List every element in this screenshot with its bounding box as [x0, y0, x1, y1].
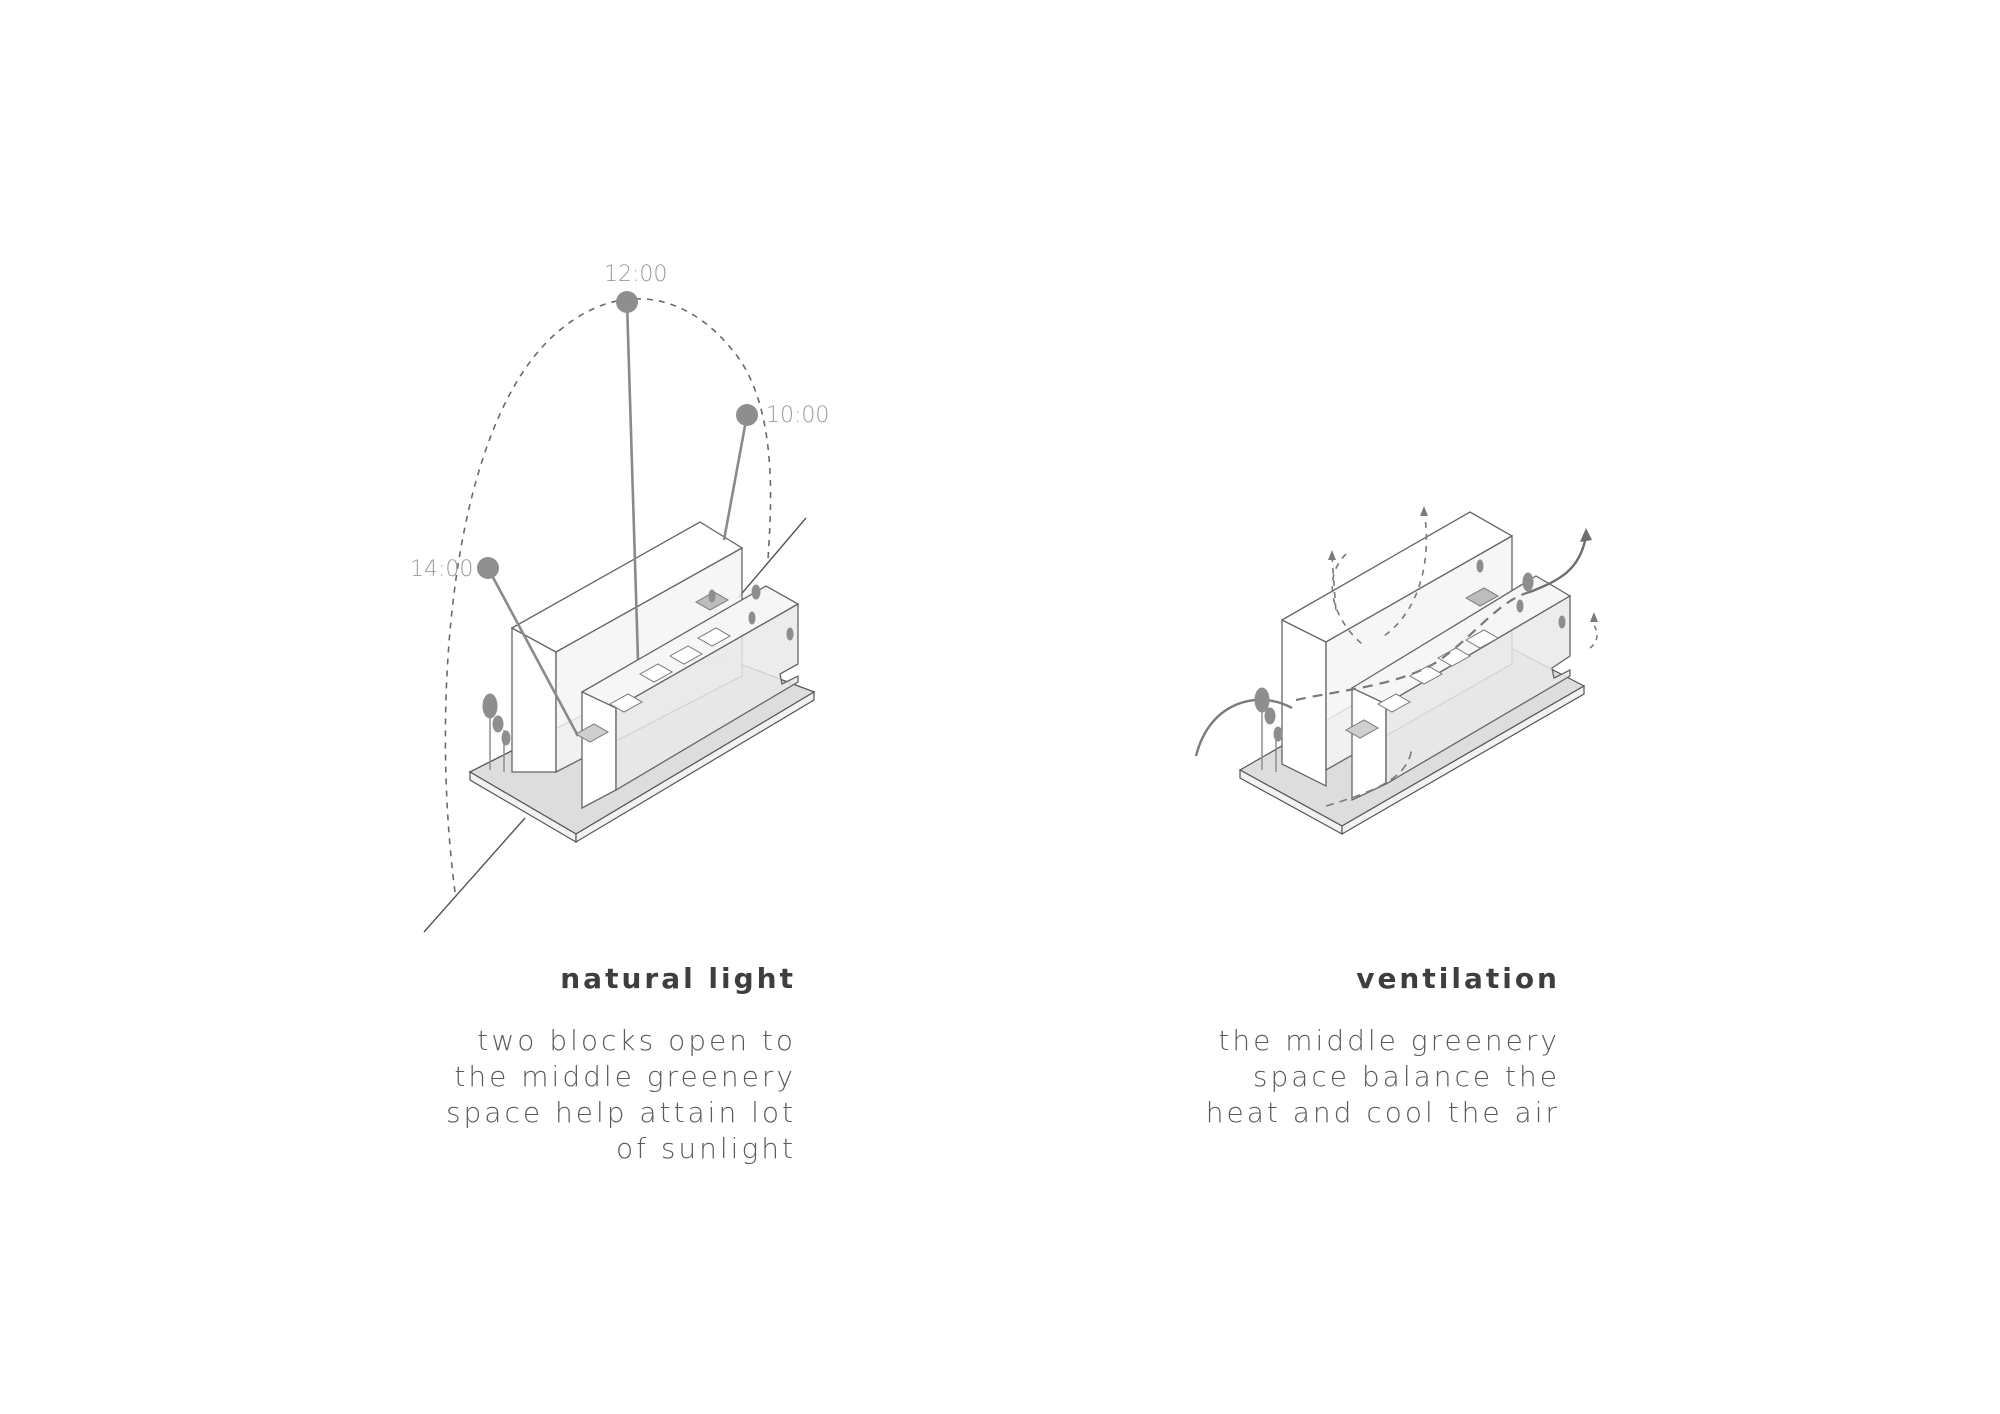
natural-light-line-3: space help attain lot: [445, 1096, 796, 1129]
natural-light-diagram: 12:00 10:00 14:00: [410, 262, 829, 933]
sun-ray-10: [722, 414, 749, 541]
ground-axis-line-back: [737, 517, 807, 599]
front-block-right: [1350, 575, 1572, 802]
sun-ray-12: [625, 301, 640, 661]
air-flow-through: [1295, 590, 1531, 702]
interior-furniture: [574, 591, 732, 743]
ground-axis-line: [423, 817, 526, 933]
natural-light-title: natural light: [560, 962, 796, 995]
air-arrow-up-right-icon: [1590, 612, 1598, 622]
time-label-14: 14:00: [410, 557, 473, 582]
ventilation-line-2: space balance the: [1252, 1060, 1560, 1093]
air-arrow-exhaust-icon: [1580, 528, 1592, 542]
sun-10-icon: [736, 404, 758, 426]
ventilation-line-3: heat and cool the air: [1205, 1096, 1560, 1129]
air-flow-up-left-stem: [1331, 555, 1337, 613]
air-flow-exhaust-solid: [1529, 535, 1588, 594]
sun-14-icon: [477, 557, 499, 579]
time-label-12: 12:00: [604, 262, 667, 287]
air-flow-up-right: [1589, 621, 1598, 649]
plant-icons-right: [1254, 559, 1566, 772]
site-base-right-front: [1341, 684, 1585, 836]
ventilation-line-1: the middle greenery: [1218, 1024, 1560, 1057]
sun-ray-14: [486, 567, 580, 737]
interior-furniture-right: [1344, 587, 1500, 739]
air-flow-ground: [1325, 745, 1413, 807]
natural-light-line-2: the middle greenery: [454, 1060, 796, 1093]
ventilation-diagram: [1194, 506, 1598, 836]
time-label-10: 10:00: [766, 403, 829, 428]
ventilation-title: ventilation: [1356, 962, 1560, 995]
plant-icons: [482, 584, 794, 772]
natural-light-line-1: two blocks open to: [477, 1024, 796, 1057]
site-base-front: [575, 690, 815, 844]
natural-light-caption: natural light two blocks open to the mid…: [376, 962, 796, 1167]
air-flow-up-center: [1383, 509, 1428, 637]
air-flow-solid: [1194, 698, 1293, 757]
air-arrow-up-center-icon: [1420, 506, 1428, 516]
air-flow-up-left: [1331, 553, 1363, 645]
air-arrow-up-left-icon: [1328, 550, 1336, 560]
natural-light-line-4: of sunlight: [615, 1132, 796, 1165]
sun-12-icon: [616, 291, 638, 313]
ventilation-caption: ventilation the middle greenery space ba…: [1140, 962, 1560, 1131]
